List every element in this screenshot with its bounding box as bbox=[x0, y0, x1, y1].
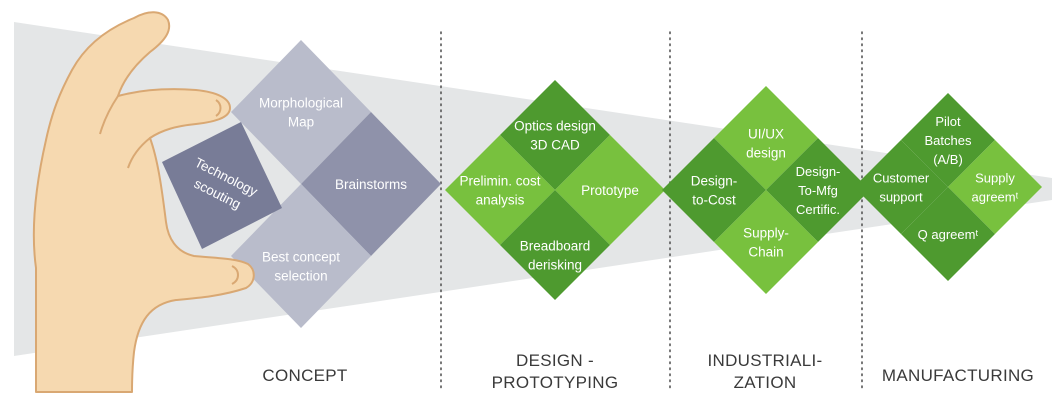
tile-label-line: Morphological bbox=[259, 96, 343, 111]
tile-label-line: Supply- bbox=[743, 226, 789, 241]
tile-label-q-agreement: Q agreemᵗ bbox=[918, 227, 979, 242]
thumbnail bbox=[231, 265, 239, 285]
tile-label-line: Chain bbox=[748, 245, 783, 260]
tile-label-line: Q agreemᵗ bbox=[918, 227, 979, 242]
tile-label-brainstorms: Brainstorms bbox=[335, 177, 407, 192]
phase-label-concept: CONCEPT bbox=[262, 366, 347, 385]
tile-label-line: Design- bbox=[796, 164, 841, 179]
tile-label-line: Best concept bbox=[262, 250, 340, 265]
tile-label-prelim-cost: Prelimin. cost analysis bbox=[459, 174, 540, 208]
finger-crease bbox=[99, 95, 119, 135]
hand-illustration bbox=[32, 11, 255, 393]
tile-label-line: Design- bbox=[691, 174, 738, 189]
tile-best-concept bbox=[231, 184, 371, 328]
tile-label-line: agreemᵗ bbox=[972, 190, 1019, 205]
tile-technology-scouting bbox=[162, 122, 282, 249]
tile-label-line: Certific. bbox=[796, 202, 840, 217]
tile-label-line: 3D CAD bbox=[530, 138, 580, 153]
tile-label-line: UI/UX bbox=[748, 127, 784, 142]
phase-label-line: CONCEPT bbox=[262, 366, 347, 385]
tile-label-line: Prototype bbox=[581, 183, 639, 198]
tile-label-prototype: Prototype bbox=[581, 183, 639, 198]
phase-label-line: ZATION bbox=[734, 373, 797, 392]
tile-breadboard bbox=[500, 190, 610, 300]
tile-label-breadboard: Breadboard derisking bbox=[520, 239, 591, 273]
tile-label-line: Batches bbox=[925, 133, 972, 148]
tile-label-best-concept: Best concept selection bbox=[262, 250, 340, 284]
tile-label-line: Breadboard bbox=[520, 239, 591, 254]
tile-label-customer-support: Customer support bbox=[873, 171, 930, 205]
tile-label-line: (A/B) bbox=[933, 152, 963, 167]
phase-label-line: INDUSTRIALI- bbox=[707, 351, 822, 370]
tile-label-line: To-Mfg bbox=[798, 183, 838, 198]
tile-label-line: Pilot bbox=[935, 114, 961, 129]
hand-palm bbox=[32, 11, 255, 393]
tile-label-line: Prelimin. cost bbox=[459, 174, 540, 189]
tile-q-agreement bbox=[901, 187, 995, 281]
phase-label-line: MANUFACTURING bbox=[882, 366, 1034, 385]
phase-label-industrialization: INDUSTRIALI- ZATION bbox=[707, 351, 822, 392]
tile-label-line: derisking bbox=[528, 258, 582, 273]
tile-label-optics-design: Optics design 3D CAD bbox=[514, 119, 596, 153]
tile-label-line: Optics design bbox=[514, 119, 596, 134]
phase-label-manufacturing: MANUFACTURING bbox=[882, 366, 1034, 385]
tile-supply-chain bbox=[714, 190, 818, 294]
tile-label-line: analysis bbox=[476, 193, 525, 208]
tile-label-line: Map bbox=[288, 115, 314, 130]
tile-label-line: support bbox=[879, 190, 923, 205]
tile-label-design-to-cost: Design-to-Cost bbox=[691, 174, 738, 208]
tile-label-line: Supply bbox=[975, 171, 1015, 186]
phase-label-design: DESIGN - PROTOTYPING bbox=[492, 351, 619, 392]
tile-label-supply-chain: Supply- Chain bbox=[743, 226, 789, 260]
tile-label-line: to-Cost bbox=[692, 193, 736, 208]
fingernail bbox=[215, 99, 222, 117]
tile-label-line: Brainstorms bbox=[335, 177, 407, 192]
tile-label-line: Customer bbox=[873, 171, 930, 186]
tile-label-ui-ux: UI/UX design bbox=[746, 127, 786, 161]
finger-crease bbox=[127, 137, 151, 169]
tile-label-line: design bbox=[746, 146, 786, 161]
phase-label-line: DESIGN - bbox=[516, 351, 594, 370]
tile-label-line: selection bbox=[274, 269, 327, 284]
phase-labels: CONCEPT DESIGN - PROTOTYPING INDUSTRIALI- ZA… bbox=[262, 351, 1034, 392]
phase-label-line: PROTOTYPING bbox=[492, 373, 619, 392]
tile-label-supply-agreement: Supply agreemᵗ bbox=[972, 171, 1019, 205]
